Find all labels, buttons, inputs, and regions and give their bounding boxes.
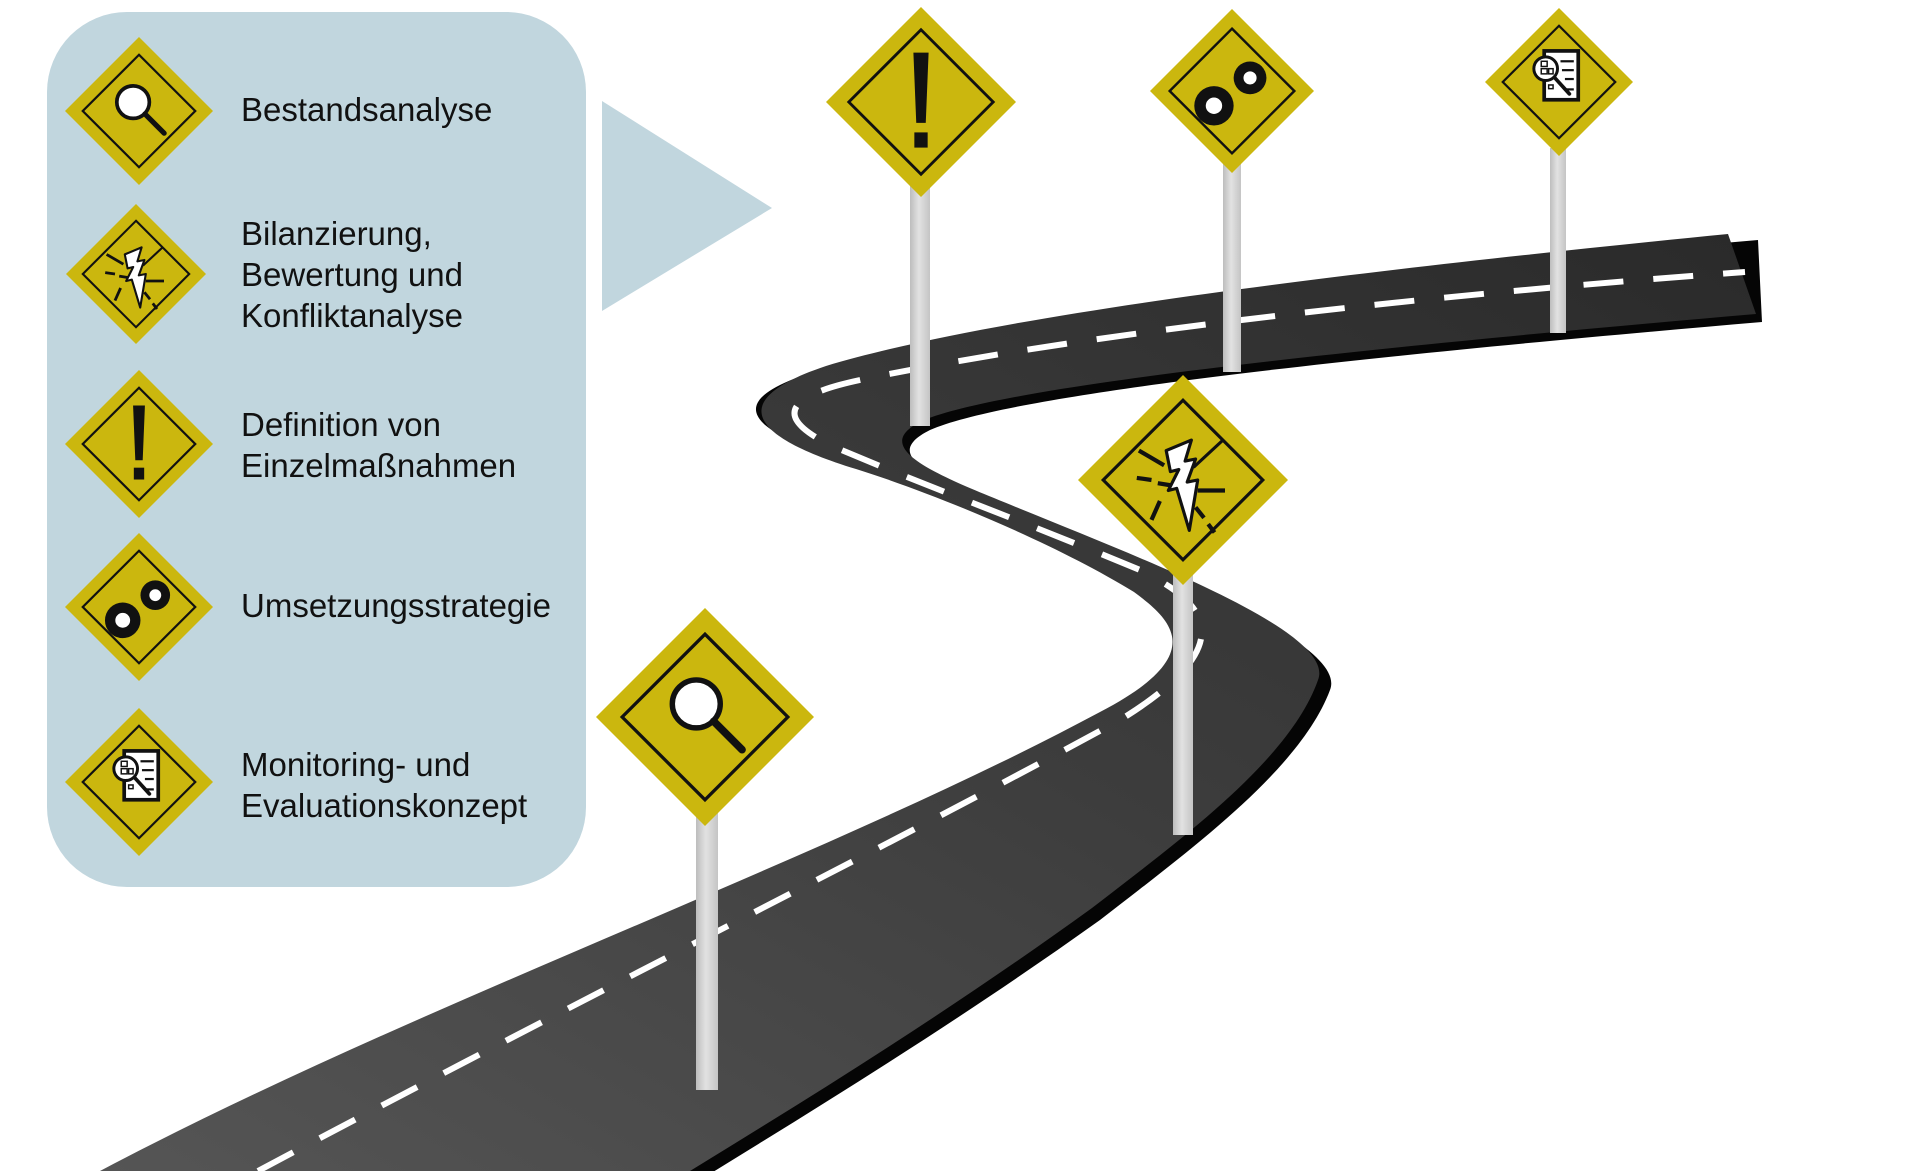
- sign-pole: [696, 800, 718, 1090]
- road-sign-3: [824, 5, 1018, 426]
- legend-label-5: Monitoring- und Evaluationskonzept: [241, 746, 527, 824]
- road-surface: [100, 234, 1756, 1171]
- road-sign-5: [1483, 6, 1635, 333]
- legend-label-1: Bestandsanalyse: [241, 91, 492, 128]
- sign-pole: [1173, 560, 1193, 835]
- sign-document-check-icon: [1483, 6, 1635, 158]
- legend-label-4: Umsetzungsstrategie: [241, 587, 551, 624]
- legend-label-2: Bilanzierung, Bewertung und Konfliktanal…: [241, 215, 472, 334]
- sign-pole: [1550, 148, 1566, 333]
- legend-label-3: Definition von Einzelmaßnahmen: [241, 406, 516, 484]
- legend-pointer-arrow: [602, 101, 772, 311]
- sign-pole: [1223, 160, 1241, 372]
- sign-magnifier-icon: [594, 606, 816, 828]
- lane-marking: [256, 269, 1746, 1171]
- sign-pole: [910, 180, 930, 426]
- sign-gears-icon: [1148, 7, 1316, 175]
- legend-panel: [47, 12, 586, 887]
- road-sign-2: [1076, 373, 1290, 835]
- road-sign-4: [1148, 7, 1316, 372]
- sign-exclamation-icon: [824, 5, 1018, 199]
- road: [100, 234, 1762, 1171]
- road-sign-1: [594, 606, 816, 1090]
